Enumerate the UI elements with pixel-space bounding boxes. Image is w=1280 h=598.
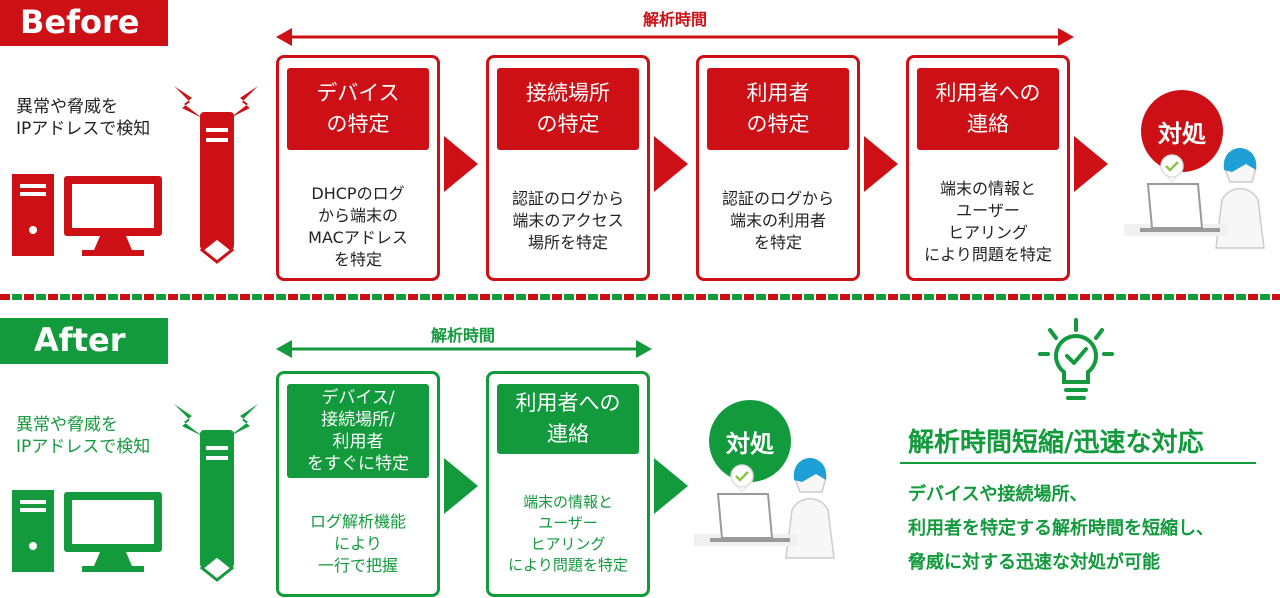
before-step-device: デバイス の特定 DHCPのログ から端末の MACアドレス を特定 [276,55,440,281]
step-body: 認証のログから 端末の利用者 を特定 [721,189,834,252]
step-title: 利用者への 連絡 [497,384,639,454]
after-time-arrow [276,340,652,358]
chevron-right-icon [654,458,688,514]
step-body: 端末の情報と ユーザー ヒアリング により問題を特定 [508,493,628,574]
sensor-pole-icon [174,404,258,582]
chevron-right-icon [444,458,478,514]
step-title: 利用者 の特定 [707,68,849,150]
chevron-right-icon [1074,136,1108,192]
before-time-label: 解析時間 [642,10,707,29]
step-title: 利用者への 連絡 [917,68,1059,150]
step-body: 端末の情報と ユーザー ヒアリング により問題を特定 [924,179,1052,264]
summary-body: デバイスや接続場所、 利用者を特定する解析時間を短縮し、 脅威に対する迅速な対処… [908,484,1214,573]
desktop-computer-icon [12,490,162,572]
before-time-arrow [276,28,1074,46]
chevron-right-icon [654,136,688,192]
chevron-right-icon [864,136,898,192]
section-divider [0,294,1280,300]
before-banner: Before [0,0,168,46]
step-title: デバイス の特定 [287,68,429,150]
after-banner: After [0,318,168,364]
after-step-identify: デバイス/ 接続場所/ 利用者 をすぐに特定 ログ解析機能 により 一行で把握 [276,371,440,597]
after-detect-text: 異常や脅威を IPアドレスで検知 [16,415,151,457]
after-time-label: 解析時間 [430,326,495,345]
summary-title: 解析時間短縮/迅速な対応 [908,428,1204,458]
step-title: デバイス/ 接続場所/ 利用者 をすぐに特定 [287,384,429,478]
desktop-computer-icon [12,174,162,256]
before-action-badge: 対処 [1141,90,1223,172]
person-at-laptop-icon [1124,148,1265,249]
step-body: 認証のログから 端末のアクセス 場所を特定 [511,189,624,252]
chevron-right-icon [444,136,478,192]
before-step-contact: 利用者への 連絡 端末の情報と ユーザー ヒアリング により問題を特定 [906,55,1070,281]
step-body: ログ解析機能 により 一行で把握 [309,512,406,575]
sensor-pole-icon [174,86,258,264]
summary-underline [900,462,1256,464]
before-step-location: 接続場所 の特定 認証のログから 端末のアクセス 場所を特定 [486,55,650,281]
step-title: 接続場所 の特定 [497,68,639,150]
before-step-user: 利用者 の特定 認証のログから 端末の利用者 を特定 [696,55,860,281]
step-body: DHCPのログ から端末の MACアドレス を特定 [308,184,408,269]
before-detect-text: 異常や脅威を IPアドレスで検知 [16,97,151,139]
person-at-laptop-icon [694,458,835,559]
after-step-contact: 利用者への 連絡 端末の情報と ユーザー ヒアリング により問題を特定 [486,371,650,597]
lightbulb-check-icon [1038,318,1114,400]
